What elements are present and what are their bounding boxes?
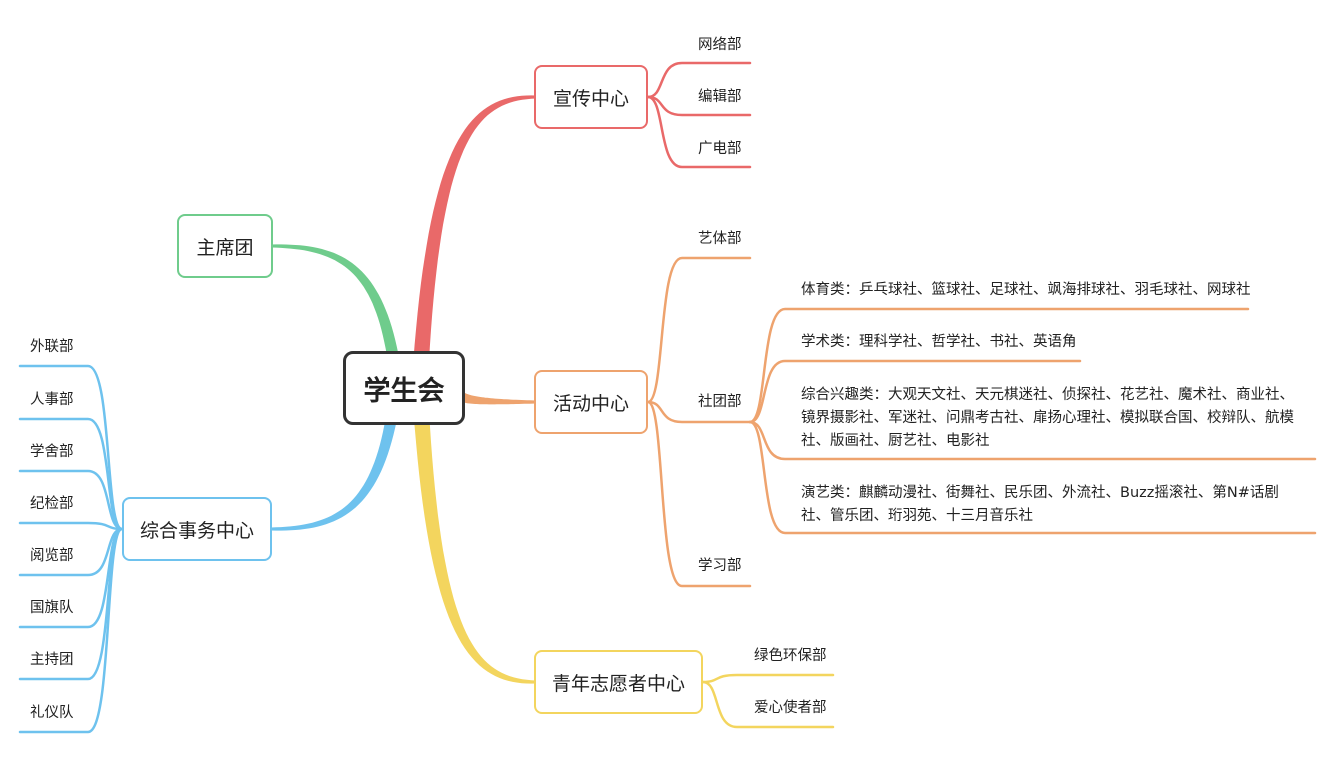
leaf-wailian[interactable]: 外联部 bbox=[30, 339, 74, 355]
leaf-aixin[interactable]: 爱心使者部 bbox=[754, 700, 827, 716]
branch-node-xuanchuan[interactable]: 宣传中心 bbox=[534, 65, 648, 129]
connector-zhiyuan bbox=[412, 389, 536, 684]
leaf-renshi[interactable]: 人事部 bbox=[30, 392, 74, 408]
leaf-line-huodong-0 bbox=[646, 256, 752, 404]
shetuan-group-sports[interactable]: 体育类：乒乓球社、篮球社、足球社、飒海排球社、羽毛球社、网球社 bbox=[801, 282, 1251, 298]
branch-node-zonghe[interactable]: 综合事务中心 bbox=[122, 497, 272, 561]
leaf-liyi[interactable]: 礼仪队 bbox=[30, 705, 74, 721]
leaf-yiti[interactable]: 艺体部 bbox=[698, 231, 742, 247]
leaf-line-zonghe-1 bbox=[18, 417, 124, 531]
leaf-line-shetuan-1 bbox=[748, 359, 1082, 424]
leaf-xuexi[interactable]: 学习部 bbox=[698, 558, 742, 574]
branch-node-huodong[interactable]: 活动中心 bbox=[534, 370, 648, 434]
shetuan-group-academic[interactable]: 学术类：理科学社、哲学社、书社、英语角 bbox=[801, 334, 1077, 350]
connector-huodong bbox=[459, 392, 536, 405]
leaf-guangdian[interactable]: 广电部 bbox=[698, 141, 742, 157]
leaf-line-zhiyuan-1 bbox=[701, 680, 835, 729]
root-node[interactable]: 学生会 bbox=[343, 351, 465, 425]
branch-label: 青年志愿者中心 bbox=[551, 672, 685, 695]
leaf-connectors bbox=[18, 61, 1317, 734]
branch-label: 宣传中心 bbox=[552, 87, 629, 110]
leaf-shetuan[interactable]: 社团部 bbox=[698, 394, 742, 410]
leaf-line-zhiyuan-0 bbox=[701, 673, 835, 684]
leaf-line-huodong-2 bbox=[646, 400, 752, 588]
branch-node-zhuxi[interactable]: 主席团 bbox=[177, 214, 273, 278]
leaf-line-zonghe-2 bbox=[18, 469, 124, 531]
root-label: 学生会 bbox=[363, 375, 445, 407]
leaf-line-xuanchuan-0 bbox=[646, 61, 752, 99]
leaf-line-shetuan-3 bbox=[748, 420, 1317, 535]
branch-label: 主席团 bbox=[196, 236, 254, 259]
leaf-line-huodong-1 bbox=[646, 400, 752, 424]
leaf-xueshe[interactable]: 学舍部 bbox=[30, 444, 74, 460]
leaf-guoqi[interactable]: 国旗队 bbox=[30, 600, 74, 616]
leaf-bianji[interactable]: 编辑部 bbox=[698, 89, 742, 105]
branch-node-zhiyuan[interactable]: 青年志愿者中心 bbox=[534, 650, 703, 714]
leaf-line-shetuan-2 bbox=[748, 420, 1317, 461]
branch-label: 综合事务中心 bbox=[139, 519, 254, 542]
leaf-jijian[interactable]: 纪检部 bbox=[30, 496, 74, 512]
leaf-wangluo[interactable]: 网络部 bbox=[698, 37, 742, 53]
leaf-line-zonghe-7 bbox=[18, 527, 124, 734]
shetuan-group-performance[interactable]: 演艺类：麒麟动漫社、街舞社、民乐团、外流社、Buzz摇滚社、第N#话剧社、管乐团… bbox=[801, 485, 1279, 524]
leaf-line-xuanchuan-2 bbox=[646, 95, 752, 169]
leaf-lvse[interactable]: 绿色环保部 bbox=[754, 648, 827, 664]
branch-label: 活动中心 bbox=[552, 392, 629, 415]
leaf-zhuchi[interactable]: 主持团 bbox=[30, 652, 74, 668]
connector-xuanchuan bbox=[412, 95, 536, 381]
shetuan-group-interest[interactable]: 综合兴趣类：大观天文社、天元棋迷社、侦探社、花艺社、魔术社、商业社、镜界摄影社、… bbox=[801, 387, 1294, 449]
leaf-line-zonghe-3 bbox=[18, 521, 124, 531]
leaf-yuelan[interactable]: 阅览部 bbox=[30, 548, 74, 564]
leaf-line-shetuan-0 bbox=[748, 307, 1250, 424]
